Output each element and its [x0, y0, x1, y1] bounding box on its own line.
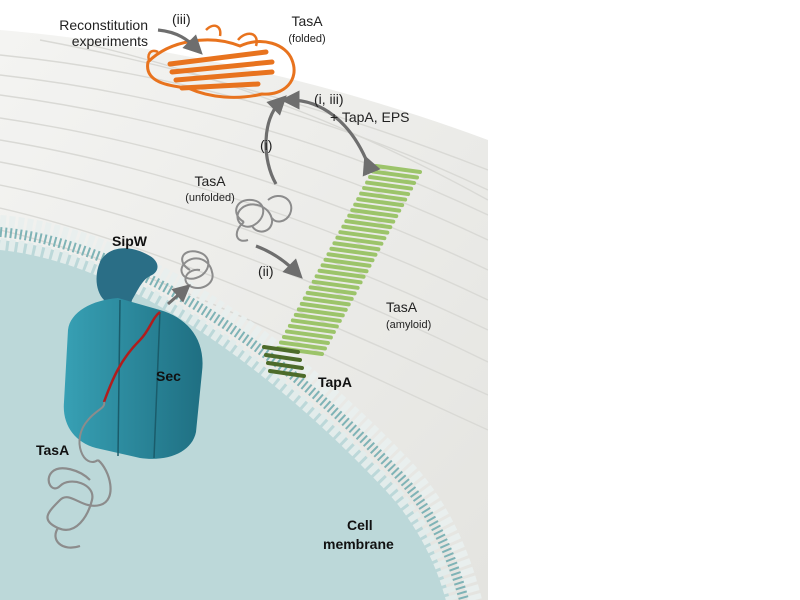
amyloid-strand — [320, 263, 369, 274]
amyloid-strand — [287, 323, 336, 334]
amyloid-strand — [278, 340, 327, 351]
tasa-folded-structure — [146, 24, 296, 99]
amyloid-strand — [338, 230, 387, 241]
amyloid-strand — [317, 268, 366, 279]
amyloid-strand — [329, 246, 378, 257]
label-tasa-unfolded-title: TasA — [194, 173, 226, 189]
label-tasa-unfolded-sub: (unfolded) — [185, 192, 235, 204]
label-tasa-folded-sub: (folded) — [288, 33, 325, 45]
arrow-sec-exit — [167, 284, 191, 306]
amyloid-strand — [284, 329, 333, 340]
label-reconstitution-line2: experiments — [72, 33, 148, 49]
label-tasa-cytoplasm: TasA — [36, 442, 69, 458]
label-sipw: SipW — [112, 233, 148, 249]
membrane-tails — [0, 227, 469, 600]
amyloid-strand — [332, 241, 381, 252]
amyloid-strand — [374, 164, 422, 174]
sec-translocon — [63, 298, 203, 459]
tasa-unfolded — [235, 195, 293, 242]
amyloid-strand — [326, 252, 375, 263]
label-sec: Sec — [156, 368, 181, 384]
amyloid-strand — [347, 213, 396, 224]
amyloid-strand — [359, 191, 408, 202]
label-cell-membrane-line2: membrane — [323, 536, 394, 552]
amyloid-strand — [305, 290, 354, 301]
amyloid-strand — [308, 285, 357, 296]
label-step-iii: (iii) — [172, 11, 191, 27]
amyloid-strand — [344, 219, 393, 230]
amyloid-strand — [314, 274, 363, 285]
label-step-i-iii: (i, iii) — [314, 91, 344, 107]
label-reconstitution-line1: Reconstitution — [59, 17, 148, 33]
amyloid-strand — [296, 307, 345, 318]
label-step-i: (i) — [260, 137, 272, 153]
amyloid-strand — [353, 202, 402, 213]
amyloid-strand — [293, 312, 342, 323]
tasa-cytoplasm-unfolded — [46, 459, 112, 549]
membrane-inner-leaflet — [0, 238, 458, 600]
tapa-protein — [262, 345, 306, 378]
label-cell-membrane-line1: Cell — [347, 517, 373, 533]
label-tasa-amyloid-sub: (amyloid) — [386, 319, 431, 331]
amyloid-strand — [368, 175, 417, 186]
amyloid-strand — [362, 186, 411, 197]
amyloid-strand — [299, 301, 348, 312]
label-step-ii: (ii) — [258, 263, 274, 279]
label-tasa-amyloid-title: TasA — [386, 299, 418, 315]
amyloid-strand — [311, 279, 360, 290]
amyloid-strand — [365, 180, 414, 191]
arrow-step-ii — [255, 244, 303, 279]
amyloid-strand — [290, 318, 339, 329]
arrow-step-iii — [157, 28, 203, 55]
arrow-step-i — [264, 95, 287, 185]
membrane-outer-leaflet — [0, 215, 482, 600]
arrow-step-i-iii — [280, 90, 381, 177]
amyloid-strand — [341, 224, 390, 235]
label-tapa-eps: + TapA, EPS — [330, 109, 410, 125]
label-tapa: TapA — [318, 374, 352, 390]
amyloid-strand — [281, 334, 330, 345]
amyloid-strand — [302, 296, 351, 307]
polypeptide-in-sec — [102, 311, 161, 403]
amyloid-strand — [356, 197, 405, 208]
amyloid-strand — [323, 257, 372, 268]
amyloid-strand — [335, 235, 384, 246]
label-tasa-folded-title: TasA — [291, 13, 323, 29]
amyloid-strand — [350, 208, 399, 219]
tasa-amyloid-fiber — [276, 164, 422, 356]
